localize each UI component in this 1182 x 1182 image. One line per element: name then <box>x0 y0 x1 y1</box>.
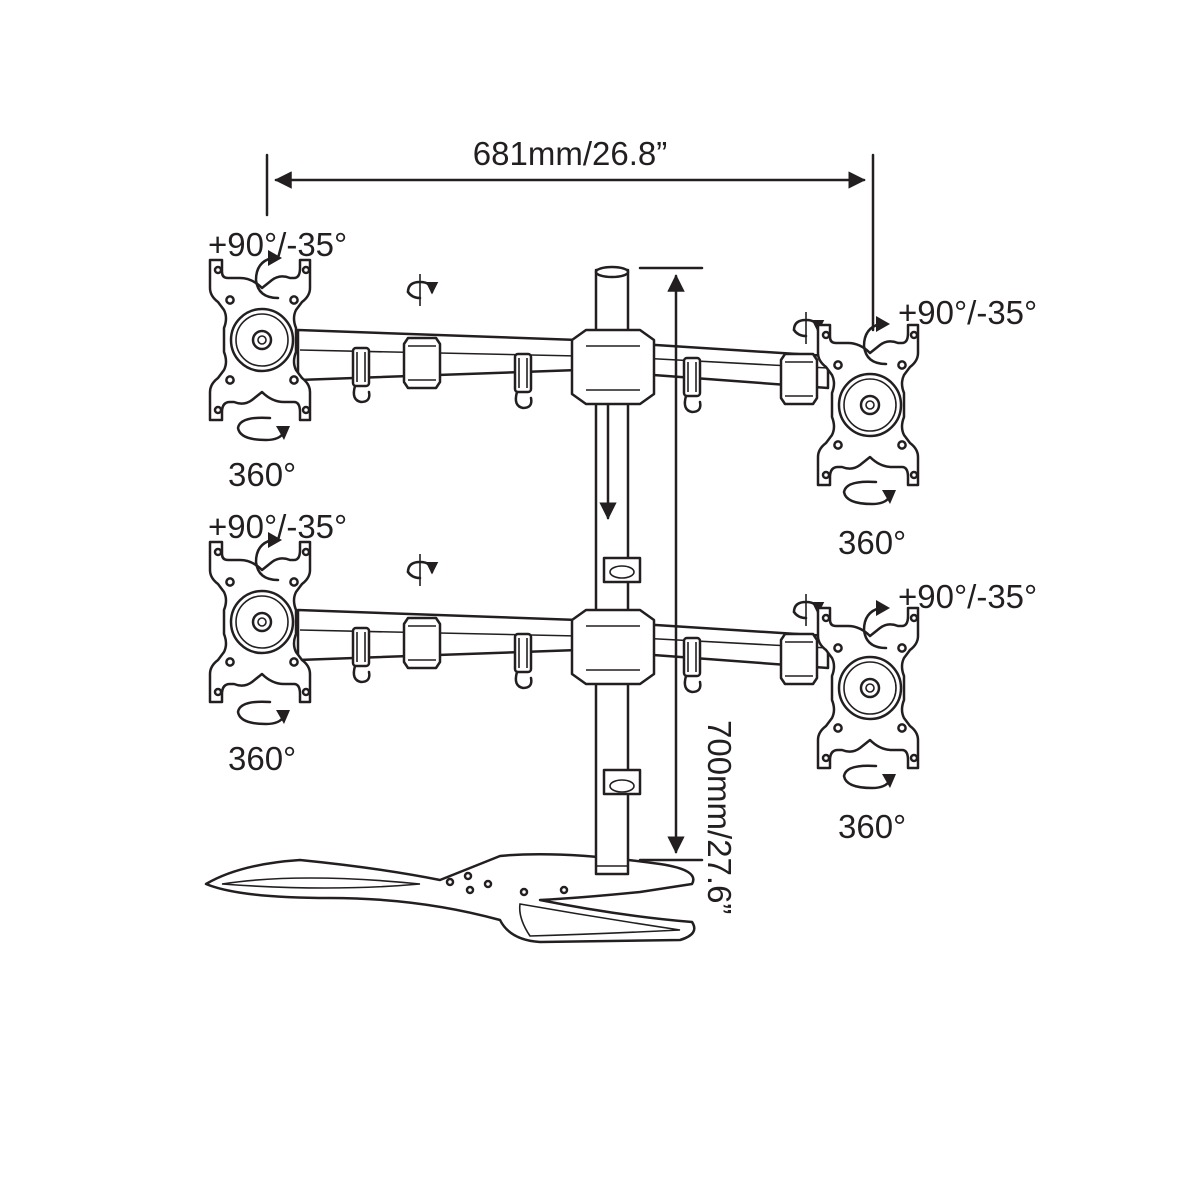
vesa-plate-bottom-left <box>208 540 312 704</box>
rotation-arrow-icon <box>842 764 898 790</box>
width-dimension: 681mm/26.8” <box>265 135 875 332</box>
swivel-icon <box>794 594 818 626</box>
tilt-label-bottom-right: +90°/-35° <box>898 578 1037 615</box>
rotation-arrow-icon <box>236 700 292 726</box>
swivel-icon <box>794 312 818 344</box>
tilt-label-bottom-left: +90°/-35° <box>208 508 347 545</box>
rotation-label-bottom-right: 360° <box>838 808 906 845</box>
vesa-plate-top-left <box>208 258 312 422</box>
upper-arm-tier <box>298 330 828 412</box>
rotation-arrow-icon <box>236 416 292 442</box>
vesa-plate-top-right <box>816 323 920 487</box>
height-dimension: 700mm/27.6” <box>638 266 738 914</box>
tilt-label-top-right: +90°/-35° <box>898 294 1037 331</box>
width-dimension-label: 681mm/26.8” <box>473 135 667 172</box>
swivel-icon <box>408 274 432 306</box>
stand-base <box>204 852 696 944</box>
lower-arm-tier <box>298 610 828 692</box>
rotation-label-bottom-left: 360° <box>228 740 296 777</box>
rotation-label-top-left: 360° <box>228 456 296 493</box>
rotation-arrow-icon <box>842 480 898 506</box>
vesa-plate-bottom-right <box>816 606 920 770</box>
rotation-label-top-right: 360° <box>838 524 906 561</box>
swivel-icon <box>408 554 432 586</box>
height-dimension-label: 700mm/27.6” <box>701 720 738 914</box>
tilt-label-top-left: +90°/-35° <box>208 226 347 263</box>
